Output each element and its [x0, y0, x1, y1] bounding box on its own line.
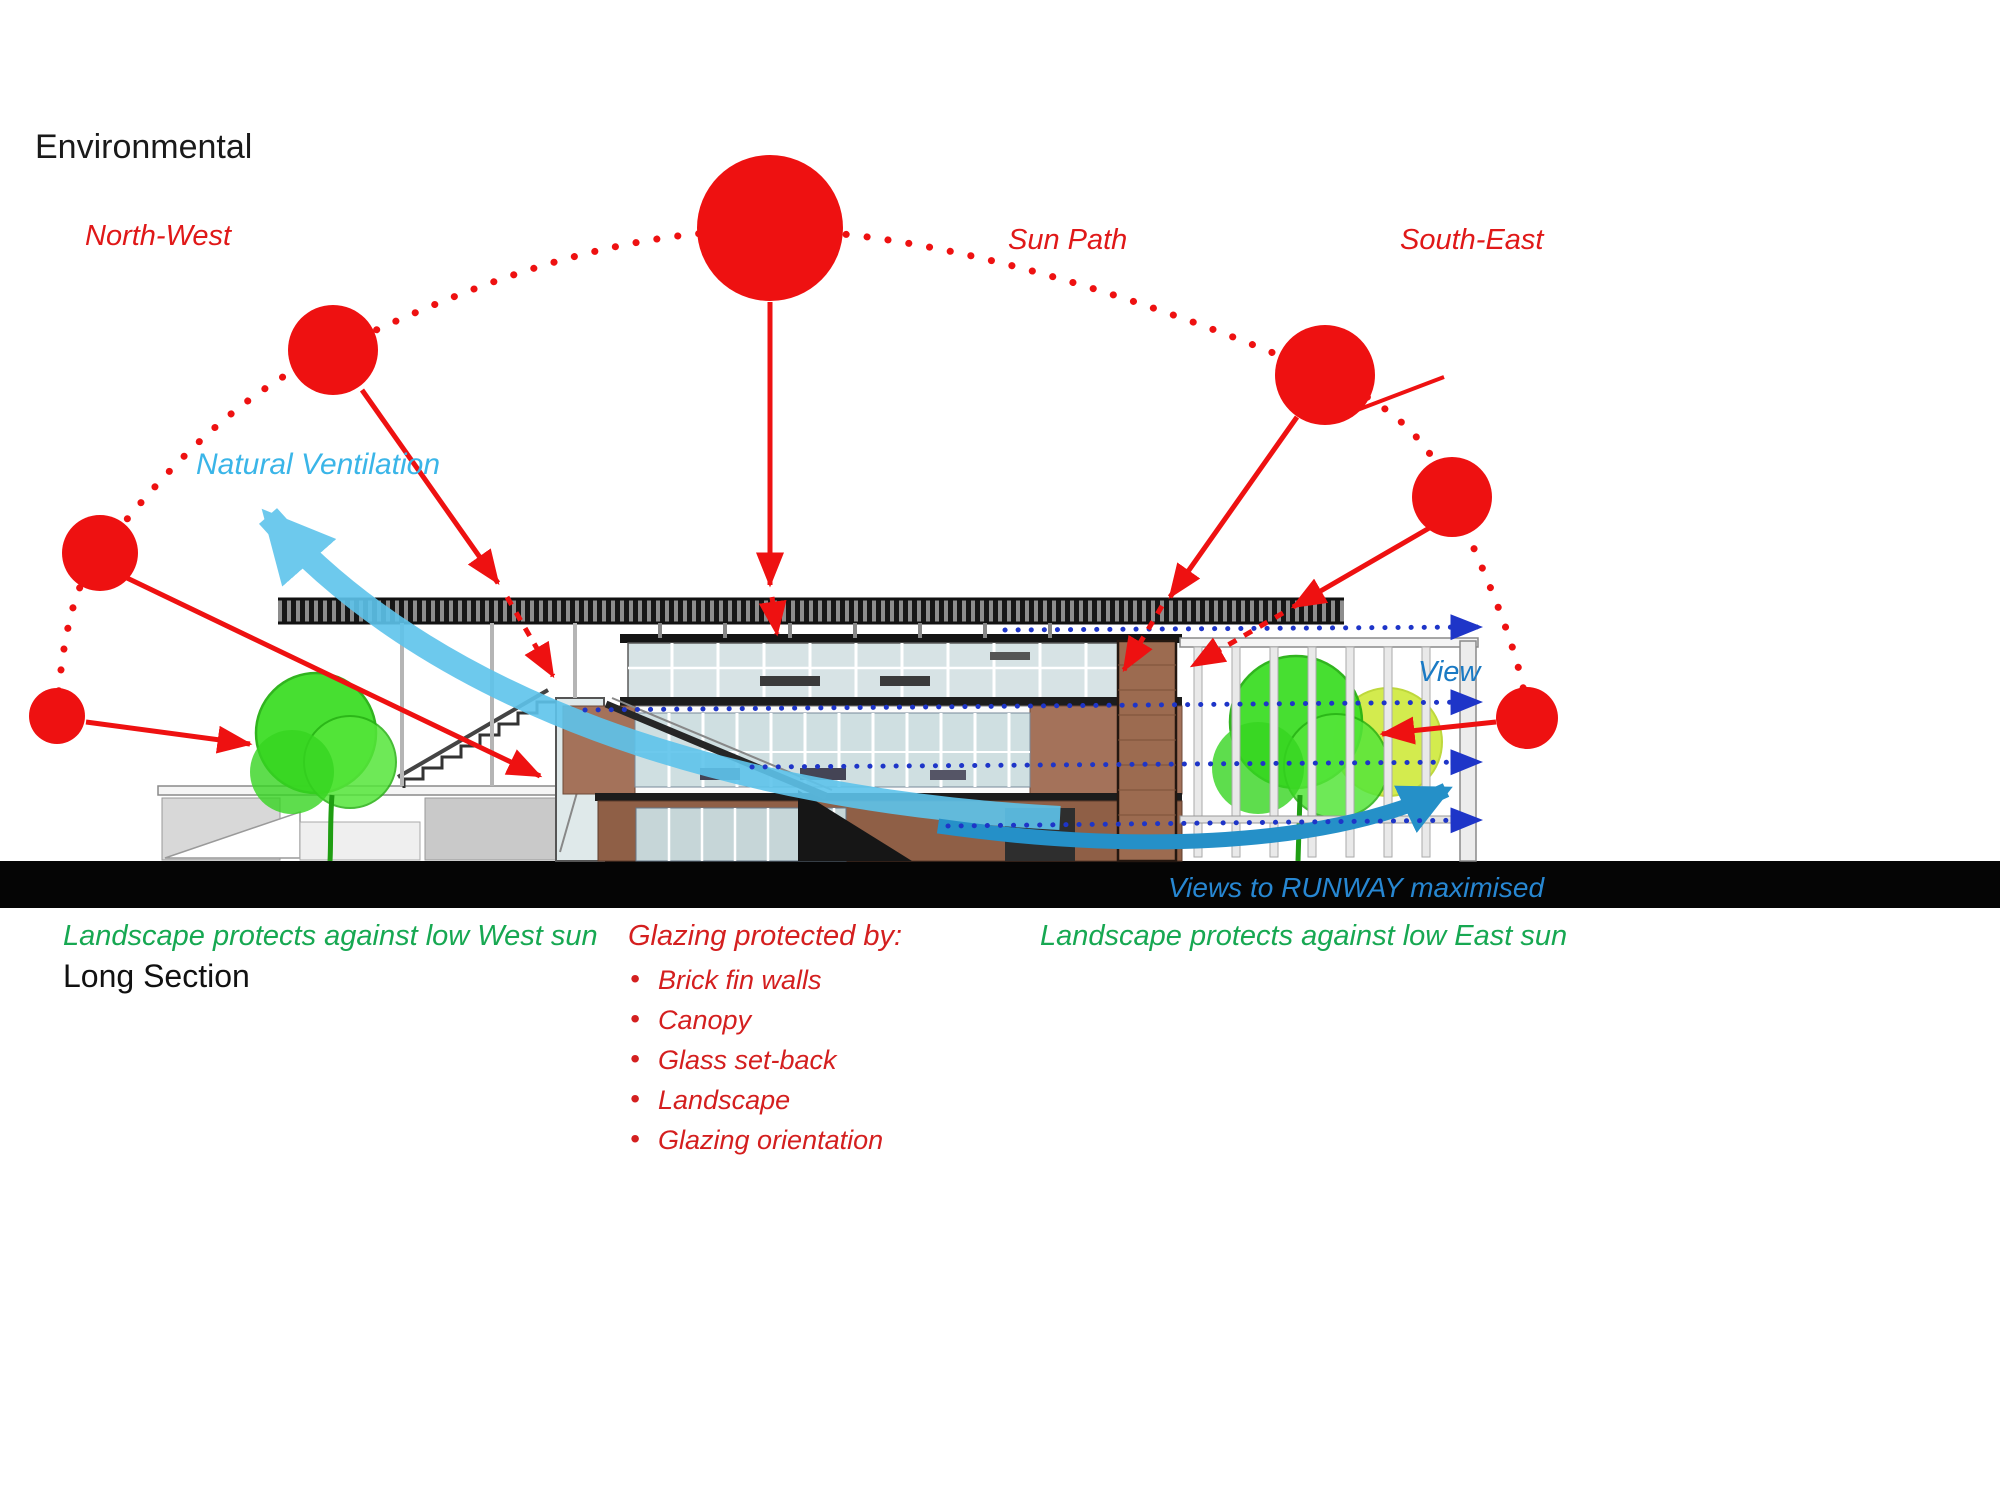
brick-fin-wall	[1116, 639, 1178, 863]
left-tree-icon	[250, 671, 397, 862]
glazing-heading: Glazing protected by:	[628, 920, 903, 952]
sun-icon	[1496, 687, 1558, 749]
sun-icon	[1412, 457, 1492, 537]
ground-strip	[0, 861, 2000, 908]
sun-icon	[288, 305, 378, 395]
glazing-item: Glass set-back	[628, 1043, 902, 1076]
right-tree-icon	[1212, 654, 1443, 862]
sun-ray-arrows	[85, 302, 1497, 779]
view-label: View	[1418, 656, 1481, 688]
canopy	[278, 597, 1344, 786]
views-runway-label: Views to RUNWAY maximised	[1168, 872, 1545, 903]
sun-icon	[697, 155, 843, 301]
glazing-item: Canopy	[628, 1003, 902, 1036]
canopy-posts	[658, 623, 1052, 638]
landscape-east-label: Landscape protects against low East sun	[1040, 920, 1568, 952]
sun-icons	[29, 155, 1558, 749]
natural-ventilation-label: Natural Ventilation	[196, 448, 441, 481]
sun-icon	[1275, 325, 1375, 425]
page-title: Environmental	[35, 128, 253, 166]
natural-ventilation-arrow	[258, 508, 1061, 830]
left-terrace	[157, 785, 561, 861]
sun-icon	[29, 688, 85, 744]
glazing-item: Glazing orientation	[628, 1123, 902, 1156]
north-west-label: North-West	[85, 220, 232, 252]
lower-stair-mass	[798, 790, 912, 861]
landscape-west-label: Landscape protects against low West sun	[63, 920, 598, 952]
long-section-label: Long Section	[63, 958, 250, 994]
runway-view-arrow	[936, 783, 1453, 850]
glazing-list: Brick fin walls Canopy Glass set-back La…	[628, 963, 902, 1156]
glazing-item: Brick fin walls	[628, 963, 902, 996]
glazing-notes: Glazing protected by: Brick fin walls Ca…	[628, 920, 902, 1165]
sun-icon	[62, 515, 138, 591]
sun-path-label: Sun Path	[1008, 224, 1128, 256]
south-east-label: South-East	[1400, 224, 1544, 256]
canopy-tall-posts	[400, 623, 577, 786]
glazing-item: Landscape	[628, 1083, 902, 1116]
view-arrows	[582, 614, 1483, 834]
